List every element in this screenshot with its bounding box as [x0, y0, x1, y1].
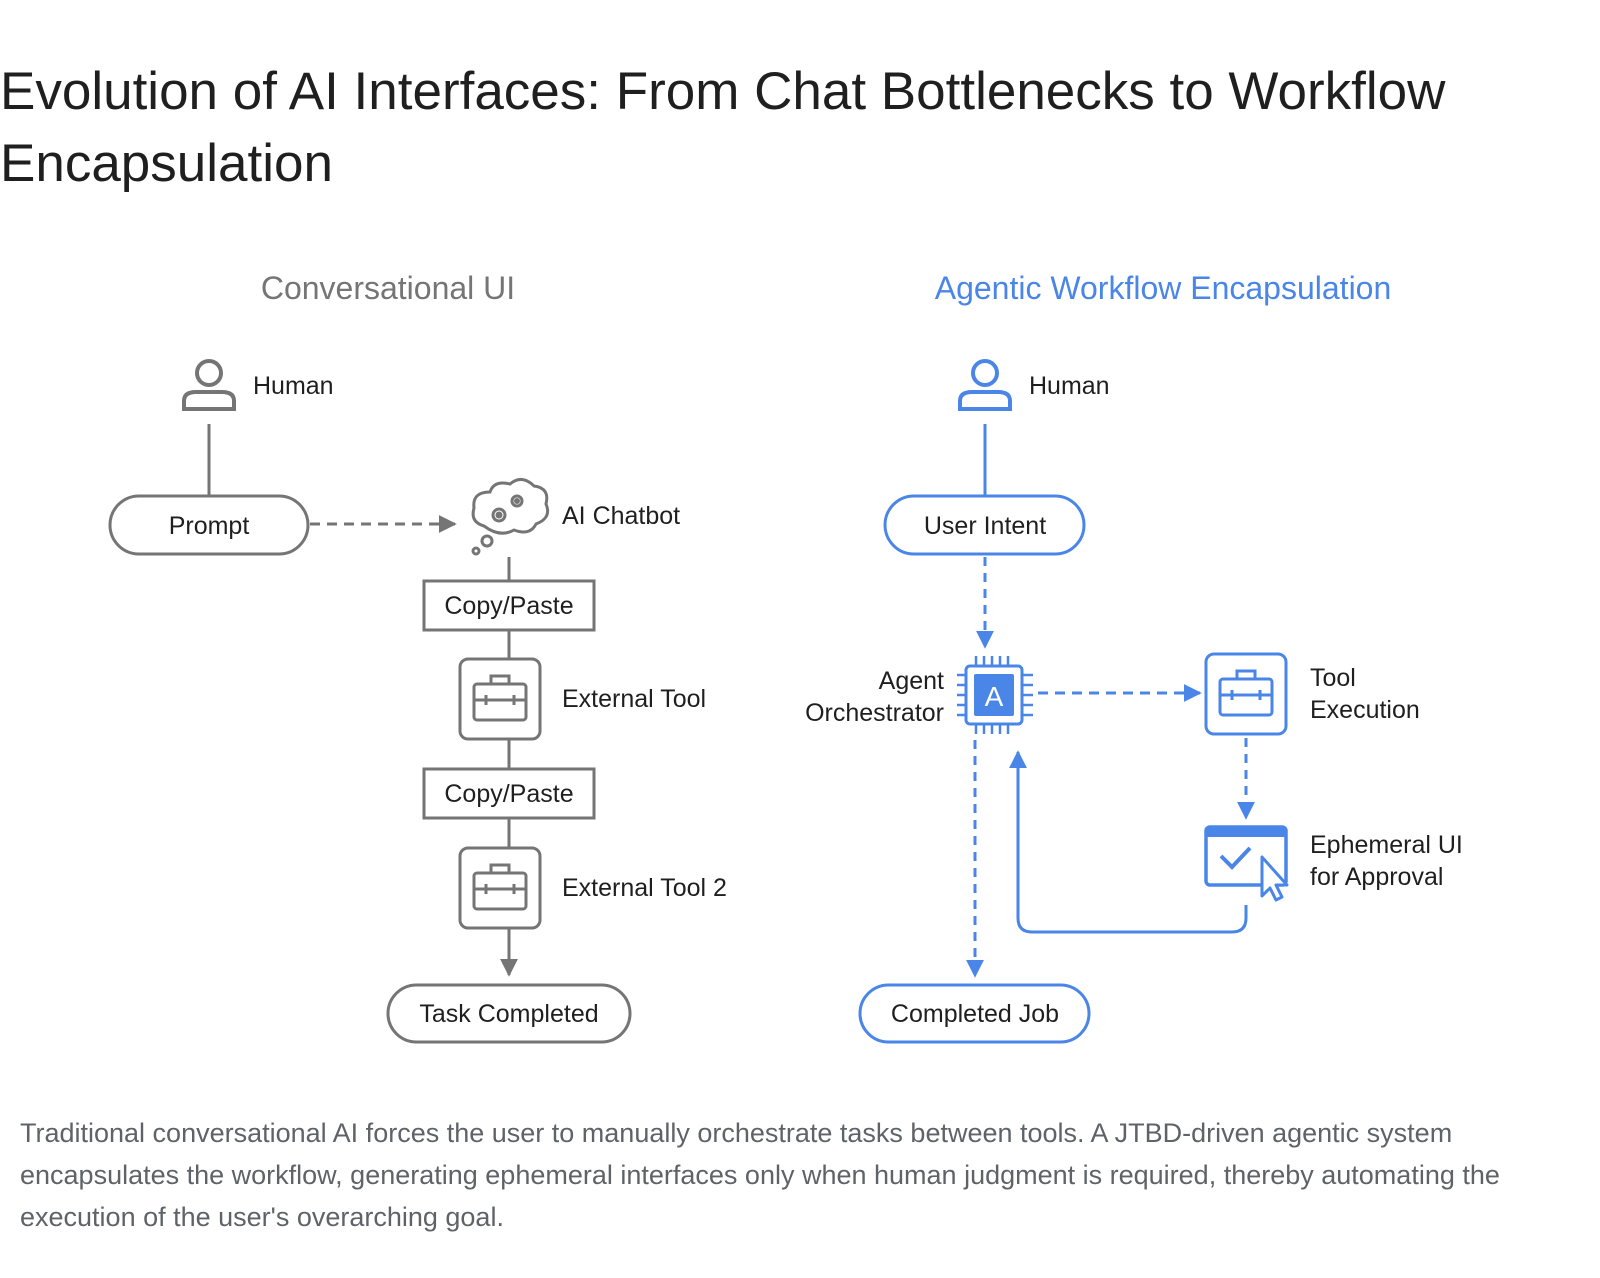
- human-label: Human: [253, 372, 334, 400]
- person-icon: [182, 359, 236, 411]
- prompt-label: Prompt: [169, 512, 250, 540]
- ai-chatbot-label: AI Chatbot: [562, 502, 680, 530]
- prompt-node: [108, 494, 310, 556]
- external-tool-2-label: External Tool 2: [562, 874, 727, 902]
- agent-orchestrator-label-line1: Agent: [879, 667, 944, 695]
- ephemeral-ui-label-line2: for Approval: [1310, 863, 1443, 891]
- chip-letter: A: [985, 681, 1004, 712]
- tool-execution-label-line1: Tool: [1310, 664, 1356, 692]
- completed-job-node: [858, 983, 1091, 1044]
- agentic-workflow-heading: Agentic Workflow Encapsulation: [935, 270, 1392, 306]
- agentic-workflow-panel: Agentic Workflow Encapsulation Human Use…: [805, 270, 1463, 1044]
- user-intent-label: User Intent: [924, 512, 1046, 540]
- completed-job-label: Completed Job: [891, 1000, 1059, 1028]
- task-completed-label: Task Completed: [419, 1000, 598, 1028]
- figure-caption: Traditional conversational AI forces the…: [20, 1118, 1500, 1232]
- copy-paste-step-1: [422, 579, 596, 632]
- ai-chip-icon: A: [957, 656, 1033, 734]
- human-label: Human: [1029, 372, 1110, 400]
- tool-execution-label-line2: Execution: [1310, 696, 1420, 724]
- workflow-diagram: Conversational UI Human Prompt AI Chatbo…: [108, 270, 1463, 1044]
- approval-window-cursor-icon: [1204, 825, 1289, 902]
- page-title: Evolution of AI Interfaces: From Chat Bo…: [0, 62, 1446, 193]
- person-icon: [958, 359, 1012, 411]
- copy-paste-step-2: [422, 767, 596, 820]
- agent-orchestrator-label-line2: Orchestrator: [805, 699, 944, 727]
- copy-paste-label-2: Copy/Paste: [444, 780, 573, 808]
- user-intent-node: [883, 494, 1086, 556]
- conversational-ui-heading: Conversational UI: [261, 270, 515, 306]
- external-tool-label: External Tool: [562, 685, 706, 713]
- copy-paste-label-1: Copy/Paste: [444, 592, 573, 620]
- conversational-ui-panel: Conversational UI Human Prompt AI Chatbo…: [108, 270, 727, 1044]
- task-completed-node: [386, 983, 632, 1044]
- toolbox-icon: [458, 846, 542, 930]
- thought-bubble-gears-icon: [471, 478, 550, 556]
- feedback-loop-arrow: [1009, 750, 1248, 934]
- toolbox-icon: [458, 657, 542, 741]
- toolbox-icon: [1204, 652, 1288, 736]
- ephemeral-ui-label-line1: Ephemeral UI: [1310, 831, 1463, 859]
